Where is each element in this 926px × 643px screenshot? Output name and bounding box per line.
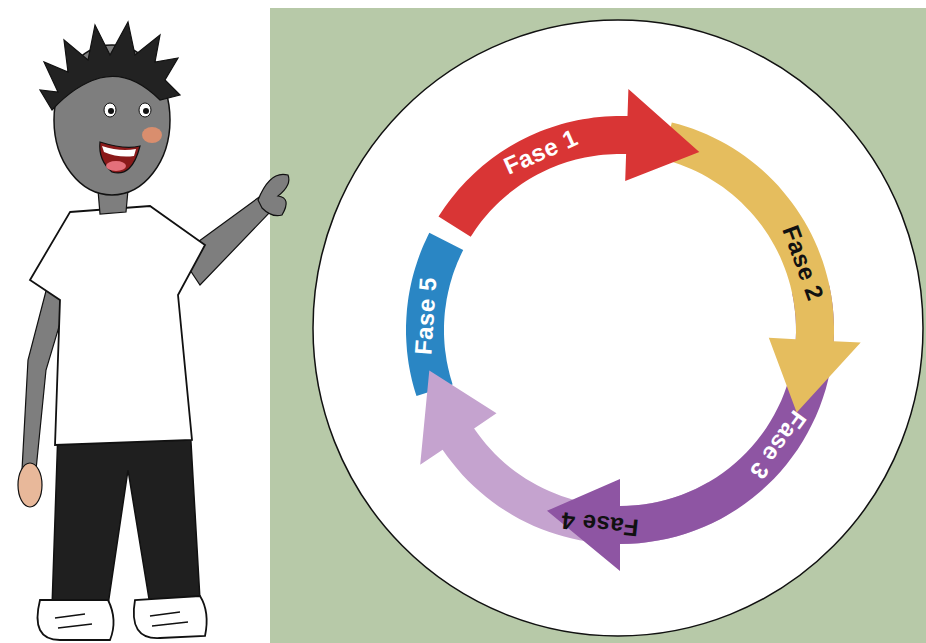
phase-arrow <box>439 89 700 237</box>
pupil <box>143 108 149 114</box>
hand <box>18 463 42 507</box>
shoe-lines <box>55 612 188 628</box>
phase-arrow <box>406 233 463 396</box>
tongue <box>106 161 126 171</box>
phase-label-box: Fase 5 <box>411 277 440 356</box>
pupil <box>108 108 114 114</box>
teeth <box>102 146 136 157</box>
boy-figure <box>18 22 289 640</box>
cycle-ring <box>406 89 861 571</box>
green-panel <box>270 8 926 643</box>
phase-arrow <box>547 286 834 572</box>
hair <box>40 22 180 110</box>
pants <box>52 425 200 608</box>
eye <box>139 103 151 117</box>
mouth <box>100 142 140 173</box>
shirt <box>30 206 205 445</box>
shoe <box>134 596 207 638</box>
hand <box>258 174 289 215</box>
shoe <box>38 600 114 640</box>
nose <box>142 127 162 143</box>
phase-name: Fase 5 <box>411 277 440 356</box>
phase-arrow <box>663 122 861 412</box>
white-disc <box>313 20 923 636</box>
eye <box>104 103 116 117</box>
